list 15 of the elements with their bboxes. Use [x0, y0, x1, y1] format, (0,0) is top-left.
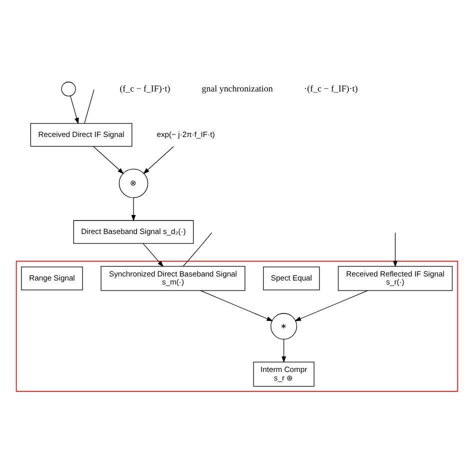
label: gnal ynchronization [202, 83, 273, 94]
arrow [200, 290, 274, 322]
label: ·(f_c − f_IF)·t) [304, 83, 358, 94]
arrow [131, 197, 136, 222]
arrow [142, 243, 164, 268]
arrow [143, 146, 174, 174]
connector [183, 232, 212, 266]
arrow [393, 232, 398, 268]
arrow [282, 338, 286, 363]
node-circle [61, 82, 76, 96]
arrow [93, 146, 124, 174]
arrow [70, 96, 79, 124]
label: (f_c − f_IF)·t) [120, 83, 170, 94]
arrow [294, 290, 368, 322]
connector [84, 89, 94, 124]
